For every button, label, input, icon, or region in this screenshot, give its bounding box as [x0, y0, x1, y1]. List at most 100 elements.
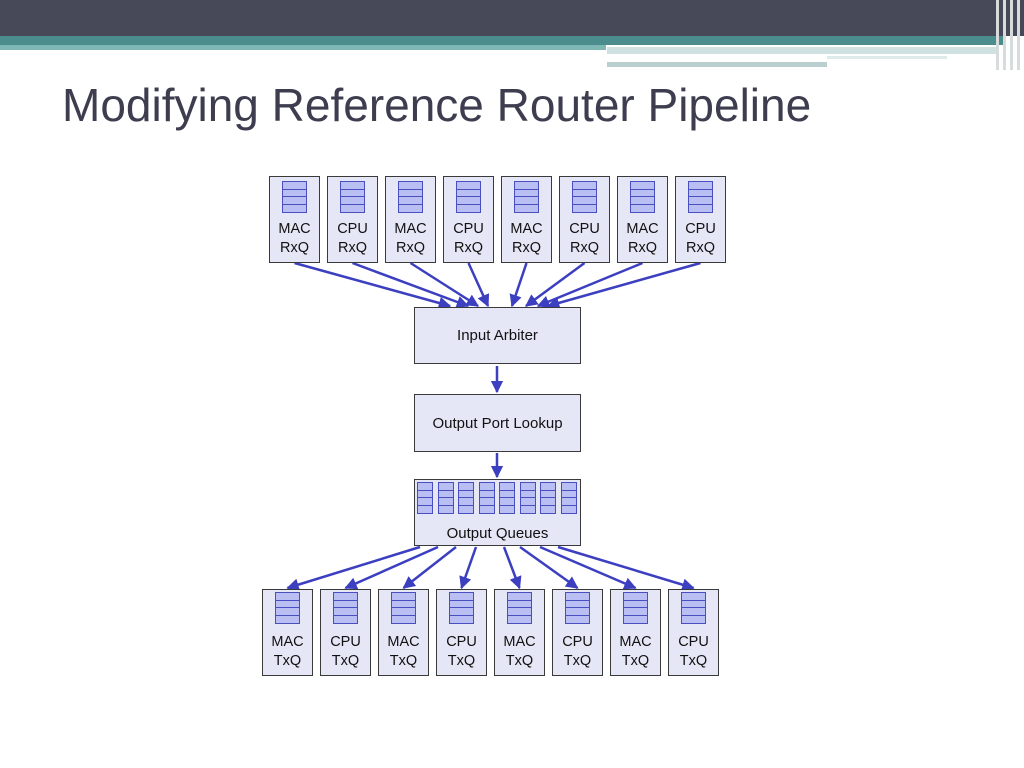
queue-stack-icon — [681, 592, 706, 624]
rx-to-arbiter-arrow — [546, 261, 701, 309]
rx-to-arbiter-arrow — [524, 261, 586, 308]
header-stripe — [1017, 0, 1020, 70]
rx-queue-type: MAC — [510, 221, 543, 237]
tx-queue-name: TxQ — [563, 653, 592, 669]
rx-to-arbiter-arrow — [409, 261, 480, 308]
slide-title: Modifying Reference Router Pipeline — [62, 79, 812, 131]
output-queue-stack-icon — [499, 482, 515, 514]
rx-queue-name: RxQ — [454, 240, 483, 256]
tx-queue-type: CPU — [446, 634, 477, 650]
output-queues-to-tx-arrow — [502, 546, 522, 590]
queue-stack-icon — [340, 181, 365, 213]
input-arbiter-box: Input Arbiter — [414, 307, 581, 364]
rx-queue-box: MAC RxQ — [269, 176, 320, 263]
queue-stack-icon — [507, 592, 532, 624]
tx-queue-name: TxQ — [273, 653, 302, 669]
output-queues-box: Output Queues — [414, 479, 581, 546]
rx-queue-box: MAC RxQ — [617, 176, 668, 263]
tx-queue-box: MAC TxQ — [378, 589, 429, 676]
header-accent-bar — [0, 36, 1004, 45]
output-queue-stack-icon — [458, 482, 474, 514]
output-queue-stack-icon — [540, 482, 556, 514]
rx-queue-type: MAC — [278, 221, 311, 237]
tx-queue-name: TxQ — [331, 653, 360, 669]
output-queues-to-tx-arrow — [286, 545, 421, 591]
tx-queue-name: TxQ — [679, 653, 708, 669]
rx-queue-box: MAC RxQ — [501, 176, 552, 263]
tx-queue-box: CPU TxQ — [668, 589, 719, 676]
queue-stack-icon — [275, 592, 300, 624]
tx-queue-box: MAC TxQ — [494, 589, 545, 676]
rx-queue-box: CPU RxQ — [675, 176, 726, 263]
rx-queue-type: CPU — [569, 221, 600, 237]
queue-stack-icon — [565, 592, 590, 624]
queue-stack-icon — [572, 181, 597, 213]
rx-queue-type: MAC — [394, 221, 427, 237]
rx-queue-box: MAC RxQ — [385, 176, 436, 263]
output-queues-to-tx-arrow — [539, 545, 637, 590]
rx-queue-name: RxQ — [628, 240, 657, 256]
output-queue-stack-icon — [437, 482, 454, 514]
tx-queue-type: MAC — [387, 634, 420, 650]
rx-queue-name: RxQ — [512, 240, 541, 256]
output-queues-to-tx-arrow — [459, 546, 478, 590]
tx-queue-type: MAC — [503, 634, 536, 650]
header-stripe — [1003, 0, 1006, 70]
queue-stack-icon — [688, 181, 713, 213]
output-queue-stack-icon — [417, 482, 433, 514]
header-rule — [607, 47, 997, 54]
queue-stack-icon — [456, 181, 481, 213]
queue-stack-icon — [333, 592, 358, 624]
rx-queue-type: CPU — [685, 221, 716, 237]
output-queues-to-tx-arrow — [519, 545, 579, 590]
rx-queue-name: RxQ — [570, 240, 599, 256]
output-queues-label: Output Queues — [446, 525, 549, 542]
tx-queue-type: MAC — [619, 634, 652, 650]
queue-stack-icon — [282, 181, 307, 213]
rx-queue-name: RxQ — [396, 240, 425, 256]
output-port-lookup-box: Output Port Lookup — [414, 394, 581, 452]
output-queue-stack-icon — [519, 482, 536, 514]
output-queues-to-tx-arrow — [344, 545, 439, 590]
rx-queue-type: CPU — [453, 221, 484, 237]
input-arbiter-label: Input Arbiter — [457, 327, 538, 344]
output-port-lookup-label: Output Port Lookup — [432, 414, 563, 432]
queue-stack-icon — [449, 592, 474, 624]
tx-queue-name: TxQ — [389, 653, 418, 669]
rx-to-arbiter-arrow — [509, 262, 528, 308]
tx-queue-type: CPU — [562, 634, 593, 650]
header-stripe — [996, 0, 999, 70]
header-bar — [0, 0, 1024, 36]
rx-queue-name: RxQ — [338, 240, 367, 256]
output-queue-stack-icon — [478, 482, 495, 514]
rx-to-arbiter-arrow — [352, 261, 470, 308]
tx-queue-type: CPU — [678, 634, 709, 650]
rx-queue-name: RxQ — [280, 240, 309, 256]
tx-queue-name: TxQ — [505, 653, 534, 669]
rx-queue-type: MAC — [626, 221, 659, 237]
queue-stack-icon — [398, 181, 423, 213]
tx-queue-name: TxQ — [621, 653, 650, 669]
tx-queue-name: TxQ — [447, 653, 476, 669]
tx-queue-box: CPU TxQ — [552, 589, 603, 676]
rx-queue-box: CPU RxQ — [443, 176, 494, 263]
rx-queue-type: CPU — [337, 221, 368, 237]
header-stripe — [1010, 0, 1013, 70]
header-rule — [607, 62, 827, 67]
rx-queue-box: CPU RxQ — [559, 176, 610, 263]
output-queue-stack-icon — [560, 482, 577, 514]
tx-queue-box: MAC TxQ — [610, 589, 661, 676]
header-rule — [827, 56, 947, 59]
queue-stack-icon — [623, 592, 648, 624]
queue-stack-icon — [514, 181, 539, 213]
queue-stack-icon — [391, 592, 416, 624]
rx-to-arbiter-arrow — [294, 261, 452, 310]
rx-queue-name: RxQ — [686, 240, 715, 256]
output-queues-to-tx-arrow — [402, 546, 457, 589]
rx-to-arbiter-arrow — [467, 262, 490, 308]
header-accent-underline — [0, 45, 606, 50]
output-queues-to-tx-arrow — [557, 545, 695, 591]
queue-stack-icon — [630, 181, 655, 213]
